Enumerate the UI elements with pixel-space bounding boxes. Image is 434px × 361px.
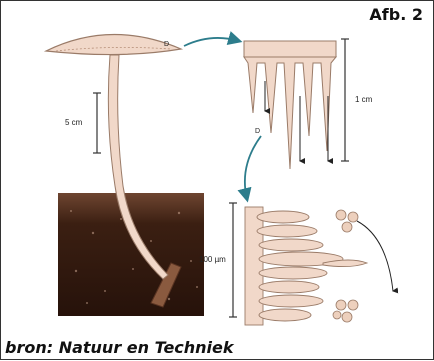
basidia-scale-bar [229,203,237,317]
spore-release-arrow [357,221,393,291]
figure-label: Afb. 2 [369,5,423,24]
mushroom-cap [46,34,181,54]
gill-scale-label: 1 cm [355,95,372,104]
source-credit: bron: Natuur en Techniek [5,338,234,357]
stem-scale-bar [93,93,101,153]
gill-scale-bar [341,39,349,161]
gill-detail [244,41,336,169]
arrow-gill-to-basidia [245,136,261,199]
stem-scale-label: 5 cm [65,118,82,127]
soil-block [58,193,204,316]
gill-callout-marker: D [255,128,260,135]
basidia-scale-label: 100 µm [199,255,226,264]
arrow-cap-to-gills [184,38,239,46]
cap-callout-marker: D [164,41,169,48]
